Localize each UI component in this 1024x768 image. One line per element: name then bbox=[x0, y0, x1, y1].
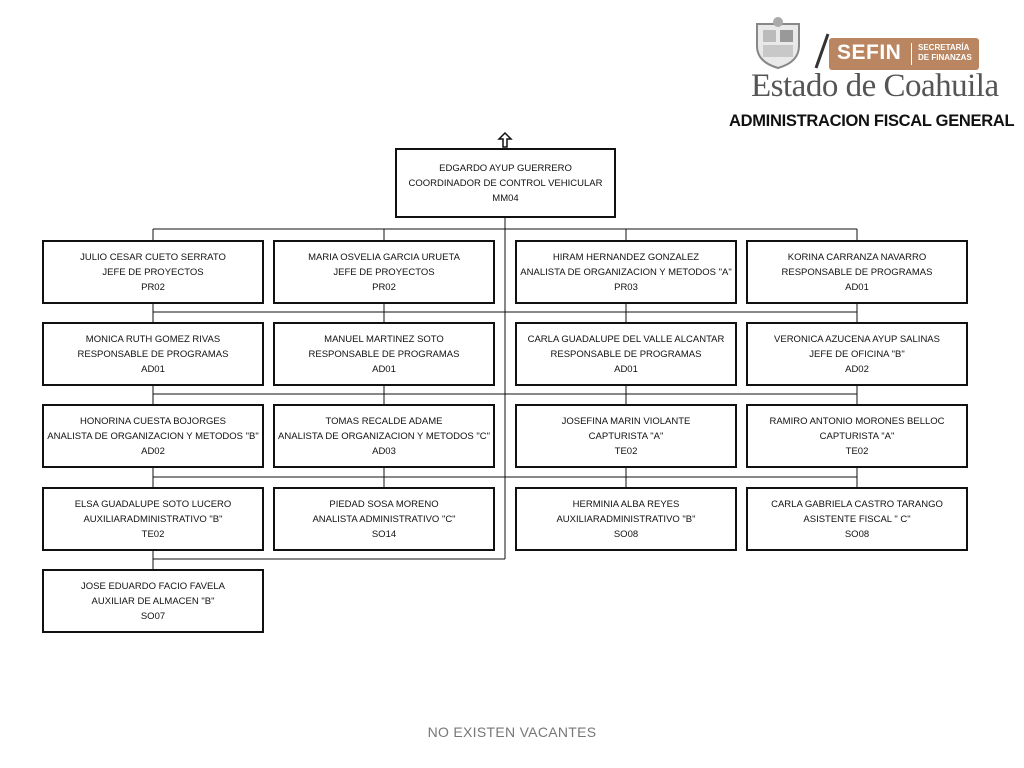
position-title: RESPONSABLE DE PROGRAMAS bbox=[77, 348, 229, 360]
position-title: RESPONSABLE DE PROGRAMAS bbox=[308, 348, 460, 360]
org-box: JOSE EDUARDO FACIO FAVELA AUXILIAR DE AL… bbox=[42, 569, 264, 633]
position-code: PR02 bbox=[141, 281, 165, 293]
position-code: PR02 bbox=[372, 281, 396, 293]
position-title: RESPONSABLE DE PROGRAMAS bbox=[781, 266, 933, 278]
employee-name: VERONICA AZUCENA AYUP SALINAS bbox=[774, 333, 940, 345]
position-code: AD01 bbox=[614, 363, 638, 375]
position-code: SO07 bbox=[140, 610, 166, 622]
employee-name: CARLA GABRIELA CASTRO TARANGO bbox=[771, 498, 943, 510]
position-title: JEFE DE PROYECTOS bbox=[333, 266, 435, 278]
org-box: ELSA GUADALUPE SOTO LUCERO AUXILIARADMIN… bbox=[42, 487, 264, 551]
org-box: PIEDAD SOSA MORENO ANALISTA ADMINISTRATI… bbox=[273, 487, 495, 551]
org-box: MONICA RUTH GOMEZ RIVAS RESPONSABLE DE P… bbox=[42, 322, 264, 386]
position-title: JEFE DE OFICINA "B" bbox=[809, 348, 905, 360]
position-title: ANALISTA DE ORGANIZACION Y METODOS "A" bbox=[520, 266, 732, 278]
position-code: AD02 bbox=[845, 363, 869, 375]
org-box: JULIO CESAR CUETO SERRATO JEFE DE PROYEC… bbox=[42, 240, 264, 304]
org-head-box: EDGARDO AYUP GUERRERO COORDINADOR DE CON… bbox=[395, 148, 616, 218]
org-box: HIRAM HERNANDEZ GONZALEZ ANALISTA DE ORG… bbox=[515, 240, 737, 304]
position-title: ASISTENTE FISCAL " C" bbox=[803, 513, 911, 525]
header-logo: SEFIN SECRETARÍA DE FINANZAS Estado de C… bbox=[725, 14, 1015, 134]
org-box: MARIA OSVELIA GARCIA URUETA JEFE DE PROY… bbox=[273, 240, 495, 304]
position-code: AD01 bbox=[141, 363, 165, 375]
position-title: JEFE DE PROYECTOS bbox=[102, 266, 204, 278]
employee-name: HIRAM HERNANDEZ GONZALEZ bbox=[552, 251, 700, 263]
position-code: TE02 bbox=[845, 445, 869, 457]
org-box: HONORINA CUESTA BOJORGES ANALISTA DE ORG… bbox=[42, 404, 264, 468]
position-code: MM04 bbox=[492, 192, 519, 204]
position-code: AD02 bbox=[141, 445, 165, 457]
position-title: ANALISTA DE ORGANIZACION Y METODOS "C" bbox=[278, 430, 490, 442]
employee-name: MANUEL MARTINEZ SOTO bbox=[324, 333, 444, 345]
position-code: SO08 bbox=[844, 528, 870, 540]
employee-name: ELSA GUADALUPE SOTO LUCERO bbox=[74, 498, 232, 510]
org-box: RAMIRO ANTONIO MORONES BELLOC CAPTURISTA… bbox=[746, 404, 968, 468]
position-title: ANALISTA ADMINISTRATIVO "C" bbox=[312, 513, 456, 525]
org-box: MANUEL MARTINEZ SOTO RESPONSABLE DE PROG… bbox=[273, 322, 495, 386]
employee-name: MONICA RUTH GOMEZ RIVAS bbox=[85, 333, 221, 345]
employee-name: RAMIRO ANTONIO MORONES BELLOC bbox=[769, 415, 945, 427]
employee-name: JOSE EDUARDO FACIO FAVELA bbox=[81, 580, 225, 592]
slash-separator-icon bbox=[814, 33, 830, 69]
org-box: TOMAS RECALDE ADAME ANALISTA DE ORGANIZA… bbox=[273, 404, 495, 468]
position-code: AD01 bbox=[845, 281, 869, 293]
up-arrow-icon bbox=[497, 132, 513, 148]
position-title: ANALISTA DE ORGANIZACION Y METODOS "B" bbox=[47, 430, 259, 442]
position-title: RESPONSABLE DE PROGRAMAS bbox=[550, 348, 702, 360]
vacancy-note: NO EXISTEN VACANTES bbox=[427, 724, 597, 740]
position-code: PR03 bbox=[614, 281, 638, 293]
position-title: AUXILIAR DE ALMACEN "B" bbox=[91, 595, 215, 607]
position-code: AD03 bbox=[372, 445, 396, 457]
position-code: TE02 bbox=[614, 445, 638, 457]
employee-name: HERMINIA ALBA REYES bbox=[572, 498, 680, 510]
position-code: AD01 bbox=[372, 363, 396, 375]
org-box: VERONICA AZUCENA AYUP SALINAS JEFE DE OF… bbox=[746, 322, 968, 386]
position-code: SO08 bbox=[613, 528, 639, 540]
state-name: Estado de Coahuila bbox=[751, 68, 999, 104]
position-title: COORDINADOR DE CONTROL VEHICULAR bbox=[408, 177, 603, 189]
department-name: ADMINISTRACION FISCAL GENERAL bbox=[729, 112, 1015, 130]
position-code: TE02 bbox=[141, 528, 165, 540]
position-title: AUXILIARADMINISTRATIVO "B" bbox=[556, 513, 696, 525]
coat-of-arms-icon bbox=[756, 17, 800, 70]
sefin-brand: SEFIN bbox=[837, 41, 902, 64]
employee-name: JOSEFINA MARIN VIOLANTE bbox=[561, 415, 691, 427]
employee-name: EDGARDO AYUP GUERRERO bbox=[439, 162, 572, 174]
org-box: HERMINIA ALBA REYES AUXILIARADMINISTRATI… bbox=[515, 487, 737, 551]
employee-name: JULIO CESAR CUETO SERRATO bbox=[80, 251, 226, 263]
position-title: CAPTURISTA "A" bbox=[819, 430, 895, 442]
position-title: CAPTURISTA "A" bbox=[588, 430, 664, 442]
employee-name: HONORINA CUESTA BOJORGES bbox=[79, 415, 227, 427]
employee-name: CARLA GUADALUPE DEL VALLE ALCANTAR bbox=[527, 333, 725, 345]
org-box: KORINA CARRANZA NAVARRO RESPONSABLE DE P… bbox=[746, 240, 968, 304]
position-code: SO14 bbox=[371, 528, 397, 540]
org-box: JOSEFINA MARIN VIOLANTE CAPTURISTA "A" T… bbox=[515, 404, 737, 468]
org-box: CARLA GABRIELA CASTRO TARANGO ASISTENTE … bbox=[746, 487, 968, 551]
employee-name: MARIA OSVELIA GARCIA URUETA bbox=[308, 251, 460, 263]
sefin-divider bbox=[911, 43, 912, 65]
employee-name: PIEDAD SOSA MORENO bbox=[329, 498, 439, 510]
org-box: CARLA GUADALUPE DEL VALLE ALCANTAR RESPO… bbox=[515, 322, 737, 386]
sefin-badge: SEFIN SECRETARÍA DE FINANZAS bbox=[829, 38, 979, 70]
sefin-subtitle: SECRETARÍA DE FINANZAS bbox=[918, 43, 972, 62]
employee-name: TOMAS RECALDE ADAME bbox=[325, 415, 443, 427]
position-title: AUXILIARADMINISTRATIVO "B" bbox=[83, 513, 223, 525]
employee-name: KORINA CARRANZA NAVARRO bbox=[787, 251, 927, 263]
